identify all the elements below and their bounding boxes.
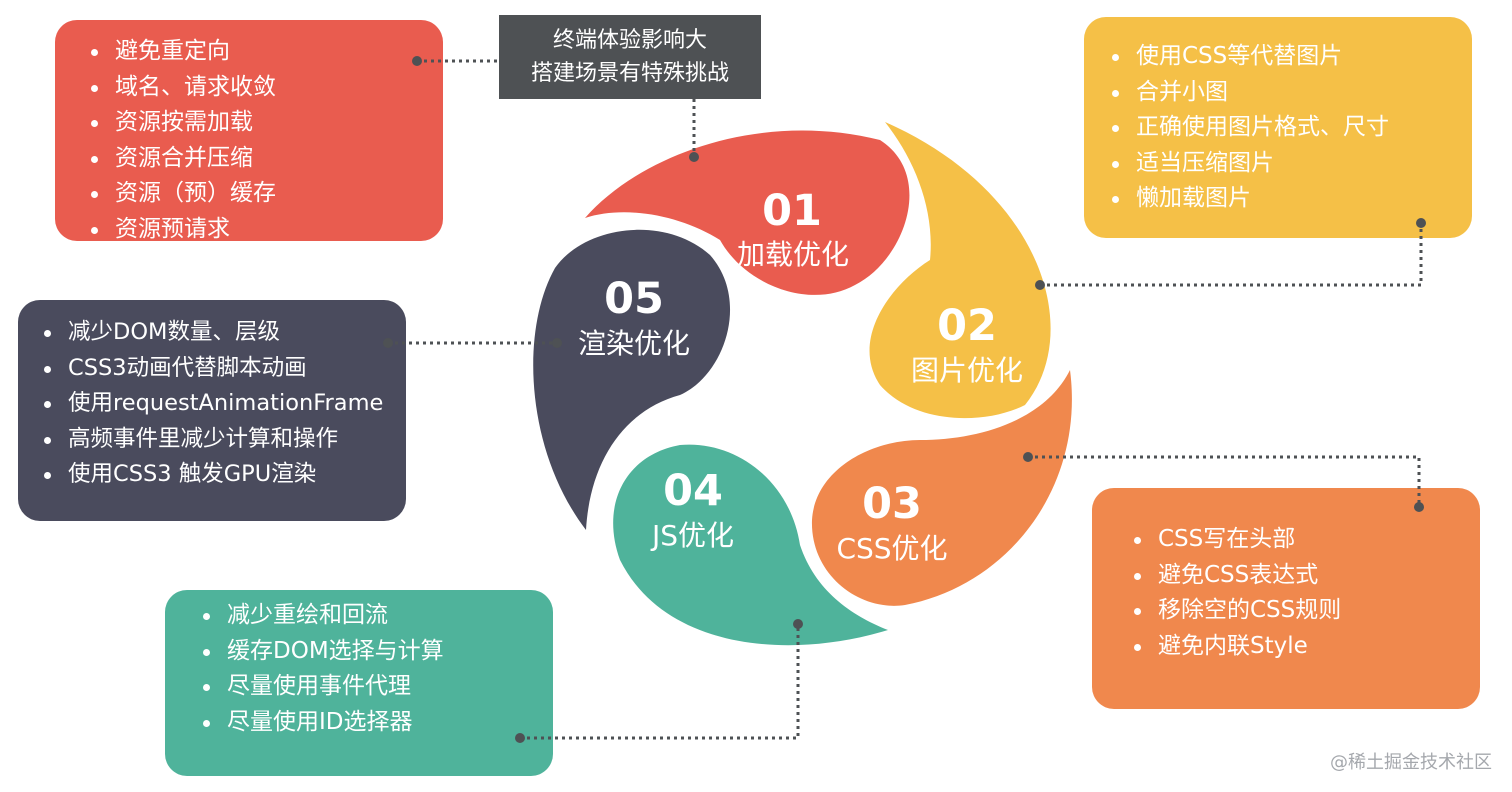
list-item: 减少重绘和回流	[197, 598, 553, 634]
list-item: 资源按需加载	[85, 105, 443, 141]
petal-02	[869, 122, 1051, 419]
list-item: 合并小图	[1106, 75, 1472, 111]
connector-dot	[689, 152, 699, 162]
header-box: 终端体验影响大 搭建场景有特殊挑战	[499, 15, 761, 99]
list-item: 使用CSS等代替图片	[1106, 39, 1472, 75]
petal-04-number: 04	[663, 466, 723, 516]
petal-03-label: CSS优化	[836, 532, 947, 565]
connector-image	[1040, 223, 1423, 287]
petal-03-number: 03	[862, 479, 922, 529]
loading-tips-box: 避免重定向 域名、请求收敛 资源按需加载 资源合并压缩 资源（预）缓存 资源预请…	[55, 20, 443, 242]
connector-dot	[793, 619, 803, 629]
header-line-1: 终端体验影响大	[552, 28, 707, 53]
connector-dot	[515, 733, 525, 743]
list-item: 尽量使用ID选择器	[197, 705, 553, 741]
list-item: 减少DOM数量、层级	[38, 315, 406, 351]
connector-js	[520, 624, 800, 740]
render-tips-box: 减少DOM数量、层级 CSS3动画代替脚本动画 使用requestAnimati…	[18, 300, 406, 521]
list-item: 域名、请求收敛	[85, 70, 443, 106]
list-item: CSS3动画代替脚本动画	[38, 351, 406, 387]
connector-css	[1028, 455, 1421, 507]
header-line-2: 搭建场景有特殊挑战	[530, 61, 729, 86]
petal-04	[613, 444, 888, 646]
petal-02-label: 图片优化	[911, 354, 1023, 387]
image-tips-box: 使用CSS等代替图片 合并小图 正确使用图片格式、尺寸 适当压缩图片 懒加载图片	[1084, 17, 1472, 238]
petal-05-label: 渲染优化	[578, 327, 690, 360]
list-item: 懒加载图片	[1106, 181, 1472, 217]
petal-02-number: 02	[937, 301, 997, 351]
js-tips-box: 减少重绘和回流 缓存DOM选择与计算 尽量使用事件代理 尽量使用ID选择器	[165, 590, 553, 776]
list-item: 资源合并压缩	[85, 141, 443, 177]
connector-dot	[1416, 218, 1426, 228]
connector-dot	[552, 338, 562, 348]
connector-dot	[1414, 502, 1424, 512]
connector-dot	[1035, 280, 1045, 290]
list-item: 资源预请求	[85, 212, 443, 248]
list-item: 使用CSS3 触发GPU渲染	[38, 457, 406, 493]
list-item: 资源（预）缓存	[85, 176, 443, 212]
petal-01	[585, 130, 910, 295]
connector-dot	[1023, 452, 1033, 462]
list-item: 正确使用图片格式、尺寸	[1106, 110, 1472, 146]
connector-dot	[383, 338, 393, 348]
list-item: 避免CSS表达式	[1128, 558, 1480, 594]
petal-03	[811, 370, 1072, 606]
petal-04-label: JS优化	[650, 519, 734, 552]
list-item: CSS写在头部	[1128, 522, 1480, 558]
petal-01-number: 01	[762, 186, 822, 236]
connector-dot	[412, 56, 422, 66]
list-item: 尽量使用事件代理	[197, 669, 553, 705]
watermark: @稀土掘金技术社区	[1330, 752, 1492, 773]
list-item: 缓存DOM选择与计算	[197, 634, 553, 670]
petal-01-label: 加载优化	[737, 238, 849, 271]
list-item: 移除空的CSS规则	[1128, 593, 1480, 629]
css-tips-box: CSS写在头部 避免CSS表达式 移除空的CSS规则 避免内联Style	[1092, 488, 1480, 709]
petal-05	[533, 229, 731, 530]
list-item: 避免重定向	[85, 34, 443, 70]
list-item: 适当压缩图片	[1106, 146, 1472, 182]
list-item: 避免内联Style	[1128, 629, 1480, 665]
list-item: 高频事件里减少计算和操作	[38, 422, 406, 458]
petal-05-number: 05	[604, 274, 664, 324]
list-item: 使用requestAnimationFrame	[38, 386, 406, 422]
